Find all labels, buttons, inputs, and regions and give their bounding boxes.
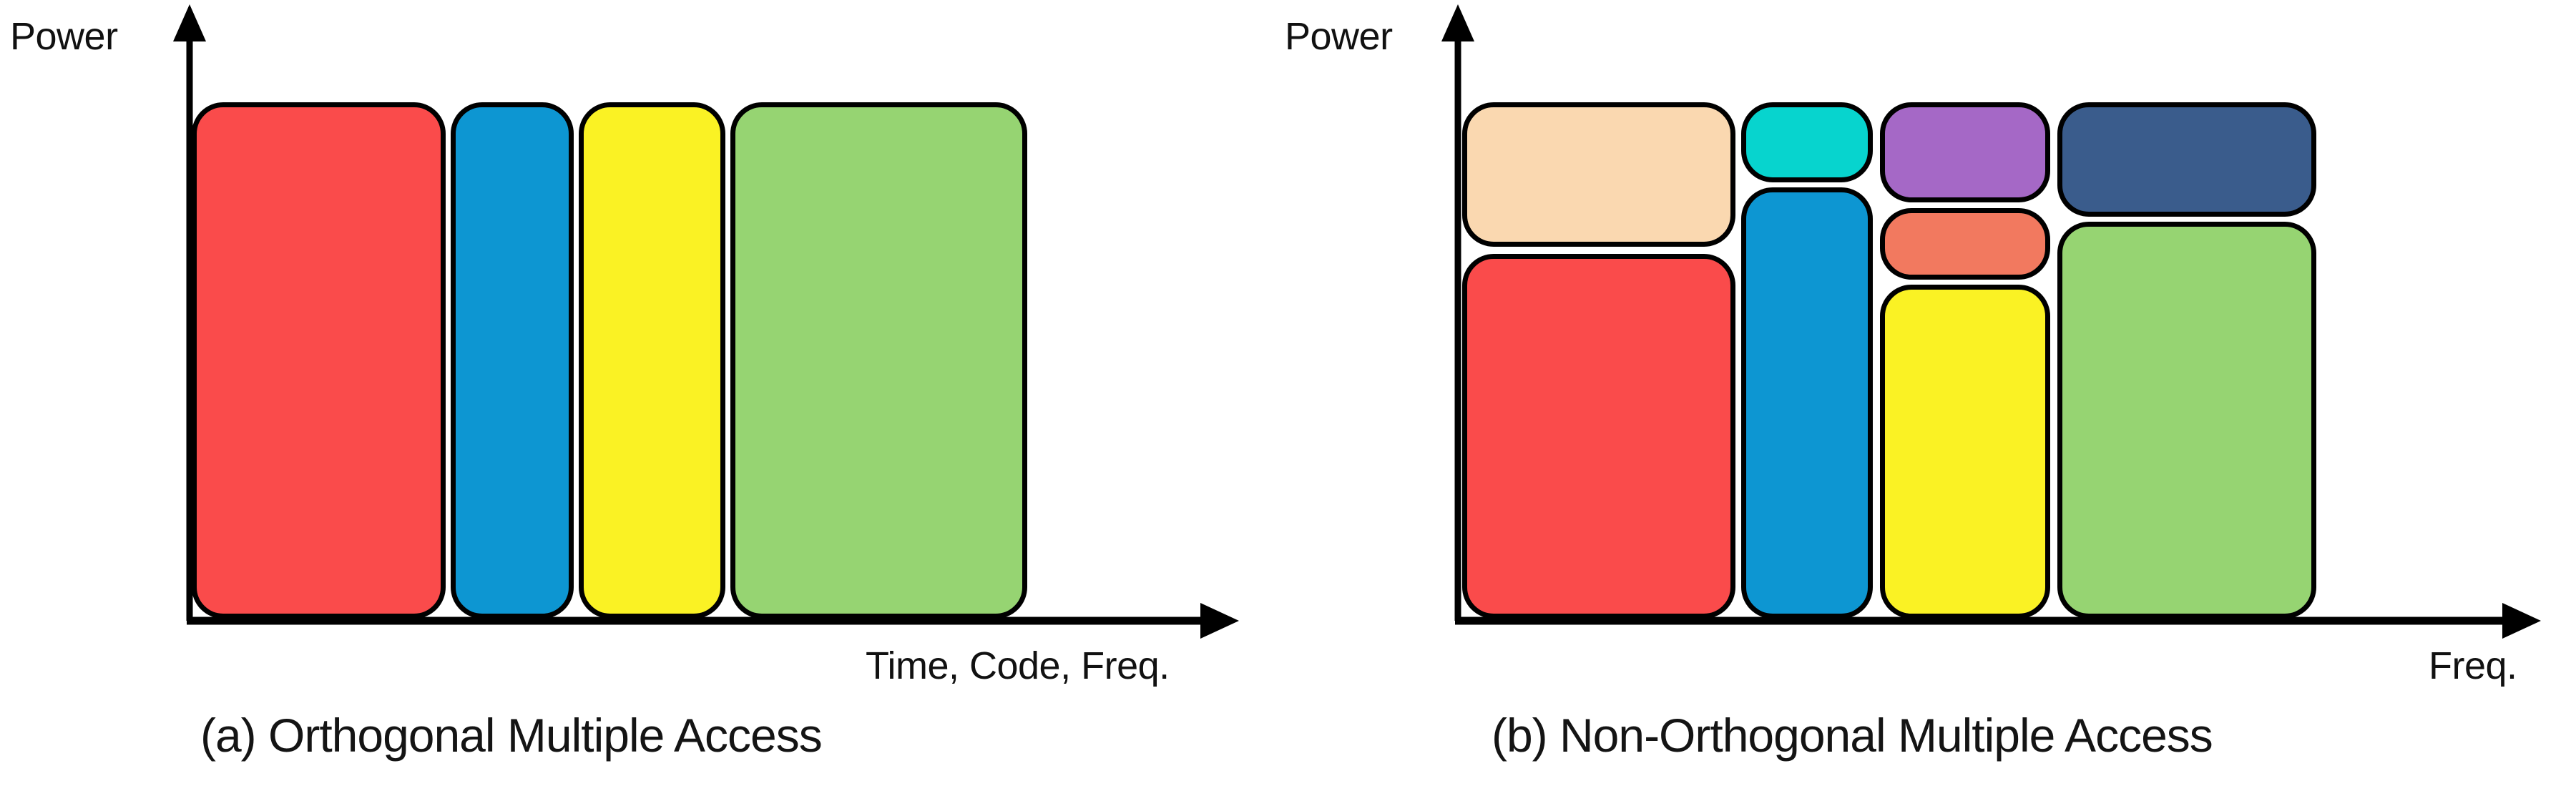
block-peach[interactable] (1462, 102, 1735, 247)
panel-orthogonal-multiple-access: Power Time, Code, Freq. (a) Orthogonal M… (10, 4, 1239, 762)
block-cyan[interactable] (1741, 102, 1873, 182)
caption-panel-a: (a) Orthogonal Multiple Access (200, 709, 823, 762)
block-navy[interactable] (2057, 102, 2316, 217)
y-axis-label-power-a: Power (10, 15, 118, 58)
x-axis-label-a: Time, Code, Freq. (866, 644, 1170, 687)
block-blue[interactable] (1741, 187, 1873, 619)
y-axis-label-power-b: Power (1285, 15, 1393, 58)
resource-blocks-b (1288, 0, 2576, 796)
caption-panel-b: (b) Non-Orthogonal Multiple Access (1492, 709, 2213, 762)
y-axis-arrowhead-a (173, 4, 206, 41)
panel-non-orthogonal-multiple-access: Power Freq. (b) Non-Orthogonal Multiple … (1285, 0, 2576, 796)
axes-panel-b (1441, 4, 2541, 639)
x-axis-label-b: Freq. (2429, 644, 2517, 687)
block-blue[interactable] (451, 102, 574, 619)
block-yellow[interactable] (579, 102, 725, 619)
y-axis-arrowhead-b (1441, 4, 1474, 41)
block-salmon[interactable] (1880, 208, 2050, 280)
block-red[interactable] (192, 102, 446, 619)
block-purple[interactable] (1880, 102, 2050, 202)
x-axis-arrowhead-b (2502, 603, 2541, 639)
block-lightgreen[interactable] (730, 102, 1027, 619)
block-yellow[interactable] (1880, 285, 2050, 619)
block-red[interactable] (1462, 254, 1735, 619)
block-lightgreen[interactable] (2057, 222, 2316, 619)
resource-blocks-a (192, 102, 1027, 619)
axes-panel-a (173, 4, 1239, 639)
x-axis-arrowhead-a (1200, 603, 1239, 639)
